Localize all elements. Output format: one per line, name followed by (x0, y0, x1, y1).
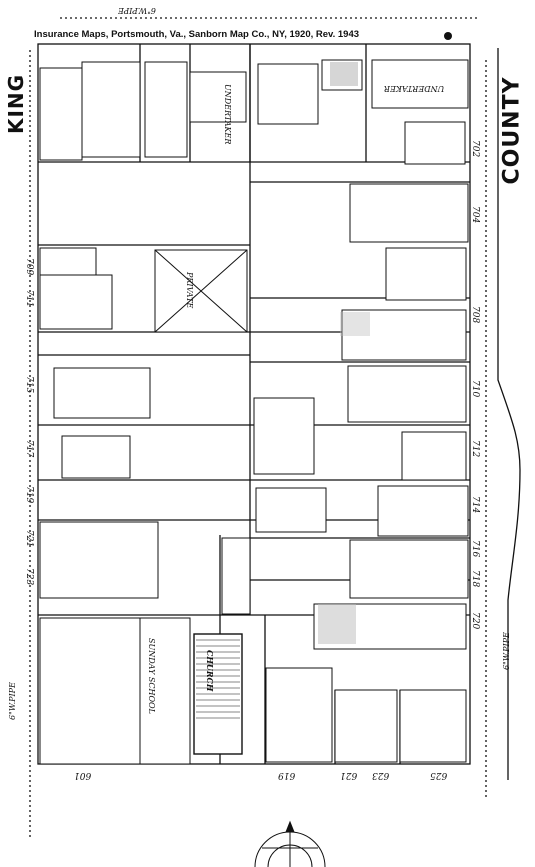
building (61, 435, 131, 479)
street-label-king: KING (4, 73, 29, 135)
address-bottom: 621 (340, 770, 358, 780)
compass-rose-icon (254, 820, 326, 867)
label-pipe-left: 6"W.PIPE (8, 682, 17, 720)
building (39, 274, 113, 330)
building (399, 689, 467, 763)
address-county: 710 (470, 380, 480, 398)
address-bottom: 619 (278, 770, 296, 780)
building (257, 63, 319, 125)
address-county: 712 (470, 440, 480, 458)
stipple-area (318, 604, 356, 644)
county-curb (497, 48, 521, 780)
address-king: 711 (24, 290, 34, 308)
building (385, 247, 467, 301)
building (39, 67, 83, 161)
label-private: PRIVATE (185, 272, 194, 309)
address-county: 708 (470, 306, 480, 324)
address-king: 721 (24, 530, 34, 548)
address-bottom: 623 (372, 770, 390, 780)
building (144, 61, 188, 158)
building (39, 521, 159, 599)
address-county: 716 (470, 540, 480, 558)
label-pipe-right: 6"W.PIPE (502, 632, 511, 670)
building (401, 431, 467, 481)
label-pipe-top: 6"W.PIPE (118, 6, 156, 15)
address-bottom: 625 (430, 770, 448, 780)
building (371, 59, 469, 109)
address-county: 704 (470, 206, 480, 224)
label-undertaker-top: UNDERTAKER (223, 84, 232, 145)
building (341, 309, 467, 361)
building (81, 61, 141, 158)
building (349, 539, 469, 599)
building (189, 71, 247, 123)
label-undertaker-right: UNDERTAKER (384, 84, 445, 93)
street-label-county: COUNTY (499, 76, 525, 185)
building (139, 617, 191, 765)
building (349, 183, 469, 243)
building (253, 397, 315, 475)
map-caption: Insurance Maps, Portsmouth, Va., Sanborn… (34, 29, 360, 40)
address-county: 718 (470, 570, 480, 588)
stipple-area (340, 312, 370, 336)
address-county: 702 (470, 140, 480, 158)
address-bottom: 601 (74, 770, 92, 780)
building (39, 617, 141, 765)
address-king: 723 (24, 568, 34, 586)
building (221, 537, 251, 615)
building (347, 365, 467, 423)
address-county: 720 (470, 612, 480, 630)
address-king: 709 (24, 258, 34, 276)
building (377, 485, 469, 537)
address-king: 717 (24, 440, 34, 458)
label-sunday-school: SUNDAY SCHOOL (147, 638, 156, 714)
dot-marker-icon (444, 32, 452, 40)
building (255, 487, 327, 533)
address-king: 715 (24, 376, 34, 394)
church-building (193, 633, 243, 755)
stipple-area (330, 62, 358, 86)
building (265, 667, 333, 763)
block-outline (37, 43, 471, 765)
building (53, 367, 151, 419)
label-church: CHURCH (205, 650, 215, 692)
address-county: 714 (470, 496, 480, 514)
address-king: 719 (24, 486, 34, 504)
building (404, 121, 466, 165)
building (334, 689, 398, 763)
